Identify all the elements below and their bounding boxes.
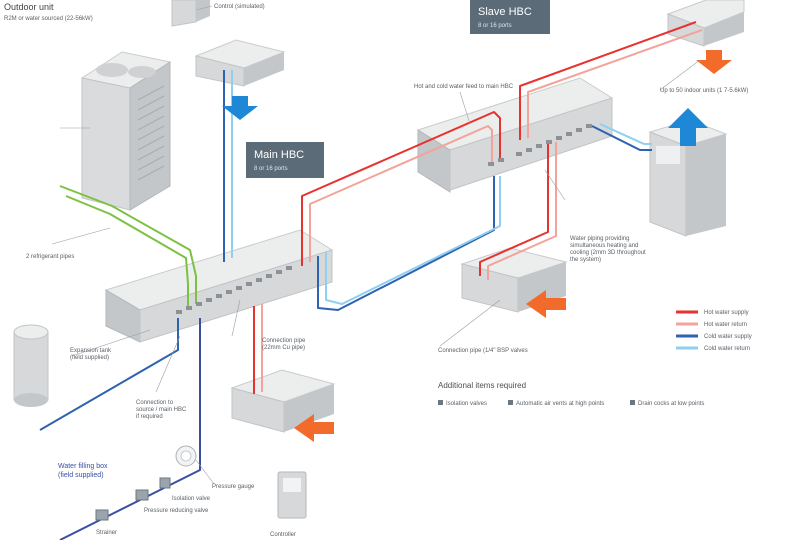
- pipe-legend: Hot water supply Hot water return Cold w…: [676, 310, 752, 352]
- legend-label-hot-supply: Hot water supply: [704, 310, 749, 316]
- additional-item-2: Automatic air vents at high points: [516, 401, 604, 407]
- slave-hbc-title: Slave HBC: [478, 6, 532, 18]
- control-label: Control (simulated): [214, 4, 265, 10]
- slave-hbc-ports: 8 or 16 ports: [478, 23, 512, 29]
- control-unit: [172, 0, 210, 26]
- legend-label-cold-return: Cold water return: [704, 346, 750, 352]
- slave-hbc-box: [418, 78, 612, 192]
- main-hbc-badge: Main HBC 8 or 16 ports: [246, 142, 324, 178]
- additional-bullet-1: [438, 400, 443, 405]
- water-filling-label-2: (field supplied): [58, 472, 104, 479]
- ceiling-cassette-top: [196, 40, 284, 86]
- controller-label: Controller: [270, 532, 296, 538]
- pressure-reducing-label: Pressure reducing valve: [144, 508, 209, 514]
- legend-label-hot-return: Hot water return: [704, 322, 747, 328]
- slave-capacity-label: Up to 50 indoor units (1 7-5.6kW): [660, 88, 748, 94]
- flow-return-label: Hot and cold water feed to main HBC: [414, 84, 514, 90]
- additional-bullet-3: [630, 400, 635, 405]
- connection-main-label-2: (22mm Cu pipe): [262, 345, 305, 351]
- additional-items: Additional items required Isolation valv…: [438, 381, 704, 407]
- additional-item-1: Isolation valves: [446, 401, 487, 407]
- connection-slave-label: Connection pipe (1/4" BSP valves: [438, 348, 528, 354]
- controller-device: [278, 472, 306, 518]
- additional-items-title: Additional items required: [438, 381, 526, 390]
- pressure-gauge: [176, 446, 196, 466]
- water-piping-label-2: simultaneous heating and: [570, 243, 638, 249]
- expansion-tank-label-2: (field supplied): [70, 355, 109, 361]
- connection-main-label-1: Connection pipe: [262, 338, 306, 344]
- outdoor-unit-title: Outdoor unit: [4, 2, 54, 12]
- cold-air-arrow-down: [222, 96, 258, 120]
- additional-bullet-2: [508, 400, 513, 405]
- refrigerant-label: 2 refrigerant pipes: [26, 254, 74, 260]
- water-piping-label-4: the system): [570, 257, 601, 263]
- water-filling-label-1: Water filling box: [58, 463, 108, 470]
- slave-hbc-badge: Slave HBC 8 or 16 ports: [470, 0, 550, 34]
- water-piping-label-3: cooling (2mm 3D throughout: [570, 250, 646, 256]
- main-hbc-title: Main HBC: [254, 149, 304, 161]
- main-hbc-ports: 8 or 16 ports: [254, 166, 288, 172]
- legend-label-cold-supply: Cold water supply: [704, 334, 752, 340]
- expansion-tank-label-1: Expansion tank: [70, 348, 112, 354]
- connection-source-label-3: if required: [136, 414, 163, 420]
- connection-source-label-1: Connection to: [136, 400, 174, 406]
- pressure-gauge-label: Pressure gauge: [212, 484, 255, 490]
- additional-item-3: Drain cocks at low points: [638, 401, 704, 407]
- expansion-tank: [14, 325, 48, 407]
- isolation-valve-label: Isolation valve: [172, 496, 211, 502]
- warm-air-arrow-down: [696, 50, 732, 74]
- water-piping-label-1: Water piping providing: [570, 236, 629, 242]
- strainer-label: Strainer: [96, 530, 117, 536]
- connection-source-label-2: source / main HBC: [136, 407, 187, 413]
- outdoor-unit: [82, 52, 170, 210]
- main-hbc-box: [106, 230, 332, 342]
- outdoor-unit-subtitle: R2M or water sourced (22-56kW): [4, 16, 93, 22]
